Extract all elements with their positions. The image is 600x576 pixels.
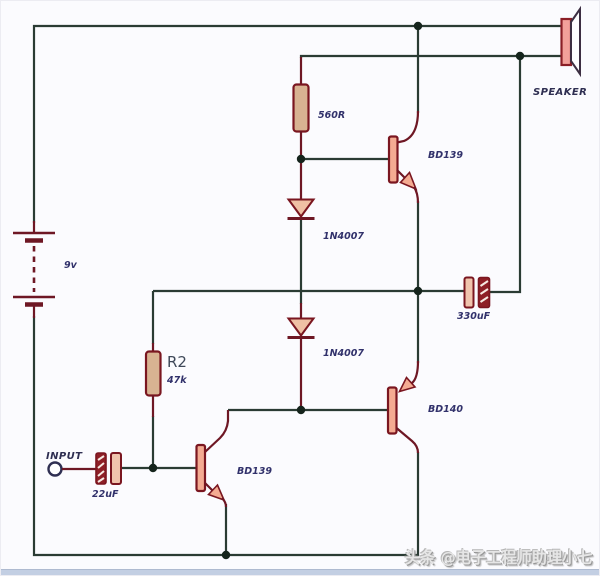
c2-value-label: 22uF [92, 489, 119, 500]
transistor-q3: BD139 [195, 410, 272, 508]
q1-emitter-lead-2 [413, 186, 420, 204]
r1-value-label: 560R [318, 110, 345, 121]
r1-body [292, 83, 310, 133]
q2-base-bar [386, 386, 398, 435]
q3-emitter-lead-2 [221, 497, 228, 508]
diode-d1: 1N4007 [286, 198, 364, 242]
bottom-border [1, 569, 599, 575]
speaker-body [560, 17, 573, 67]
q2-collector-lead [395, 427, 420, 454]
q2-emitter-arrow [397, 376, 417, 393]
c1-to-speaker-wire [490, 58, 522, 294]
q1-emitter-arrow [399, 171, 418, 191]
q1-collector-lead [396, 110, 420, 144]
q3-emitter-arrow [207, 483, 226, 502]
q1-label: BD139 [428, 150, 463, 161]
junction-dot [413, 286, 423, 296]
transistor-q1: BD139 [387, 110, 463, 204]
d2-label: 1N4007 [323, 348, 364, 359]
junction-dot [413, 21, 423, 31]
d1-label: 1N4007 [323, 231, 364, 242]
c1-polarity-hatch [479, 280, 489, 303]
junction-dot [221, 550, 231, 560]
junction-dot [515, 51, 525, 61]
junction-dot [296, 154, 306, 164]
junction-dots [148, 21, 525, 560]
resistor-r1: 560R [292, 57, 345, 200]
speaker-symbol: SPEAKER [533, 5, 587, 98]
d2-triangle [286, 317, 316, 338]
q2-emitter-lead [411, 360, 420, 384]
q1-base-bar [387, 135, 399, 184]
battery-symbol: 9v [13, 221, 78, 318]
c2-positive-plate [110, 452, 122, 485]
input-label: INPUT [46, 451, 83, 462]
transistor-q2: BD140 [386, 360, 463, 454]
c1-positive-plate [463, 276, 475, 309]
q3-emitter-lead [204, 482, 214, 492]
junction-dot [148, 463, 158, 473]
capacitor-c1: 330uF [457, 276, 491, 322]
r2-value-label: 47k [166, 375, 187, 386]
top-rail-wire [32, 24, 561, 223]
r2-body [144, 350, 162, 397]
junction-dot [296, 405, 306, 415]
q3-base-bar [195, 443, 207, 493]
q3-label: BD139 [237, 466, 272, 477]
q3-collector-lead [204, 410, 230, 453]
c2-polarity-hatch [97, 455, 105, 483]
speaker-cone [570, 5, 581, 78]
battery-voltage-label: 9v [64, 260, 78, 271]
watermark-text: 头条 @电子工程师助理小七 [405, 548, 593, 567]
diode-d2: 1N4007 [286, 303, 364, 410]
input-section: INPUT 22uF [46, 451, 122, 500]
resistor-r2: R2 47k [144, 343, 187, 417]
c1-value-label: 330uF [457, 311, 491, 322]
q2-label: BD140 [428, 404, 463, 415]
d1-triangle [286, 198, 316, 219]
input-terminal [47, 461, 63, 477]
speaker-label: SPEAKER [533, 87, 587, 98]
r2-name-label: R2 [167, 353, 187, 371]
